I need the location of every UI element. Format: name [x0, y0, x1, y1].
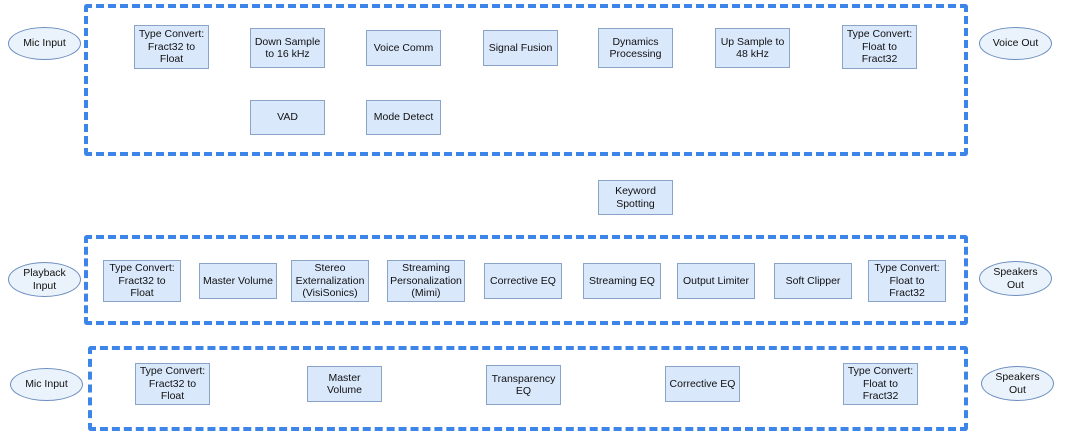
node-down-sample-16khz[interactable]: Down Sample to 16 kHz [250, 28, 325, 68]
node-tr-corrective-eq[interactable]: Corrective EQ [665, 366, 740, 402]
node-voice-comm[interactable]: Voice Comm [366, 30, 441, 66]
group-playback-chain [84, 235, 968, 325]
node-tr-transparency-eq[interactable]: Transparency EQ [486, 365, 561, 405]
node-pb-master-volume[interactable]: Master Volume [199, 263, 277, 299]
terminator-speakers-out-mid[interactable]: Speakers Out [979, 261, 1052, 296]
group-voice-chain [84, 4, 968, 156]
terminator-mic-input-top[interactable]: Mic Input [8, 27, 81, 60]
node-type-convert-fract32-to-float[interactable]: Type Convert: Fract32 to Float [134, 25, 209, 69]
terminator-playback-input[interactable]: Playback Input [8, 262, 81, 297]
node-keyword-spotting[interactable]: Keyword Spotting [598, 180, 673, 215]
node-type-convert-float-to-fract32[interactable]: Type Convert: Float to Fract32 [842, 25, 917, 69]
node-tr-type-convert-fract32-to-float[interactable]: Type Convert: Fract32 to Float [135, 363, 210, 405]
node-pb-stereo-externalization[interactable]: Stereo Externalization (VisiSonics) [291, 260, 369, 302]
node-pb-output-limiter[interactable]: Output Limiter [677, 263, 755, 299]
node-signal-fusion[interactable]: Signal Fusion [483, 30, 558, 66]
node-mode-detect[interactable]: Mode Detect [366, 100, 441, 135]
group-transparency-chain [88, 346, 968, 431]
node-pb-corrective-eq[interactable]: Corrective EQ [484, 263, 562, 299]
node-tr-type-convert-float-to-fract32[interactable]: Type Convert: Float to Fract32 [843, 363, 918, 405]
node-vad[interactable]: VAD [250, 100, 325, 135]
node-up-sample-48khz[interactable]: Up Sample to 48 kHz [715, 28, 790, 68]
node-pb-type-convert-float-to-fract32[interactable]: Type Convert: Float to Fract32 [868, 260, 946, 302]
terminator-speakers-out-bottom[interactable]: Speakers Out [981, 366, 1054, 401]
node-dynamics-processing[interactable]: Dynamics Processing [598, 28, 673, 68]
node-pb-type-convert-fract32-to-float[interactable]: Type Convert: Fract32 to Float [103, 260, 181, 302]
node-tr-master-volume[interactable]: Master Volume [307, 366, 382, 402]
terminator-mic-input-bottom[interactable]: Mic Input [10, 368, 83, 401]
node-pb-streaming-personalization[interactable]: Streaming Personalization (Mimi) [387, 260, 465, 302]
node-pb-streaming-eq[interactable]: Streaming EQ [583, 263, 661, 299]
node-pb-soft-clipper[interactable]: Soft Clipper [774, 263, 852, 299]
terminator-voice-out[interactable]: Voice Out [979, 27, 1052, 60]
